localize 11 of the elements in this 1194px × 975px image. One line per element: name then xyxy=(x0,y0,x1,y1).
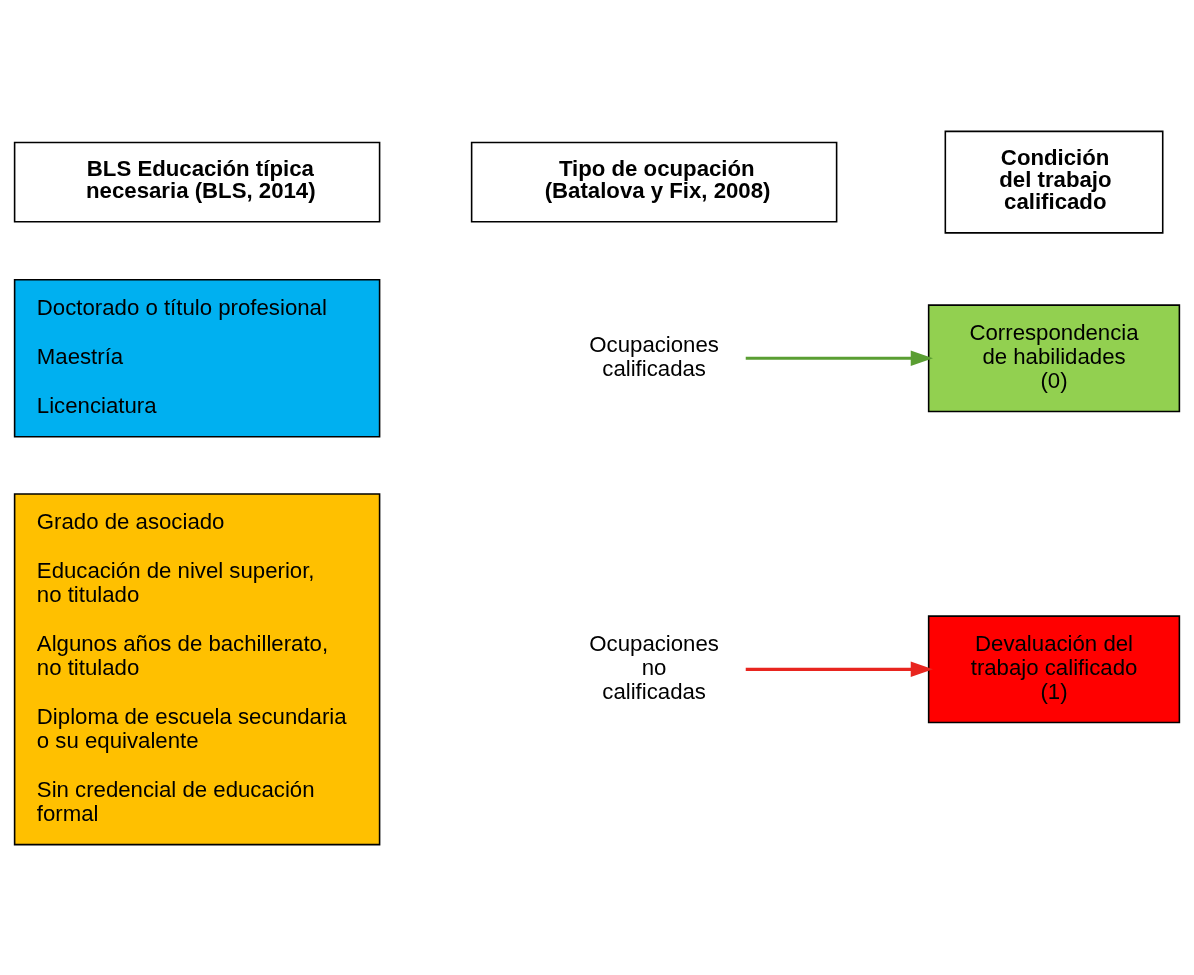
node-box: Grado de asociado Educación de nivel superior, no titulado Algunos años de bachillerato, no titulado Diploma de escuela secundaria o su equivalente Sin credencial de educación formal xyxy=(13,492,381,845)
node-box: Condición del trabajo calificado xyxy=(944,130,1164,234)
arrow xyxy=(745,350,933,366)
node-text: Ocupaciones calificadas xyxy=(589,331,719,381)
node-box: Devaluación del trabajo calificado (1) xyxy=(927,614,1181,723)
node-box: BLS Educación típica necesaria (BLS, 2014) xyxy=(13,141,381,223)
node-text: Ocupaciones no calificadas xyxy=(589,630,719,704)
node-box: Tipo de ocupación (Batalova y Fix, 2008) xyxy=(470,141,838,223)
arrow xyxy=(745,661,933,677)
node-box: Correspondencia de habilidades (0) xyxy=(927,303,1181,412)
node-box: Doctorado o título profesional Maestría Licenciatura xyxy=(13,278,381,438)
